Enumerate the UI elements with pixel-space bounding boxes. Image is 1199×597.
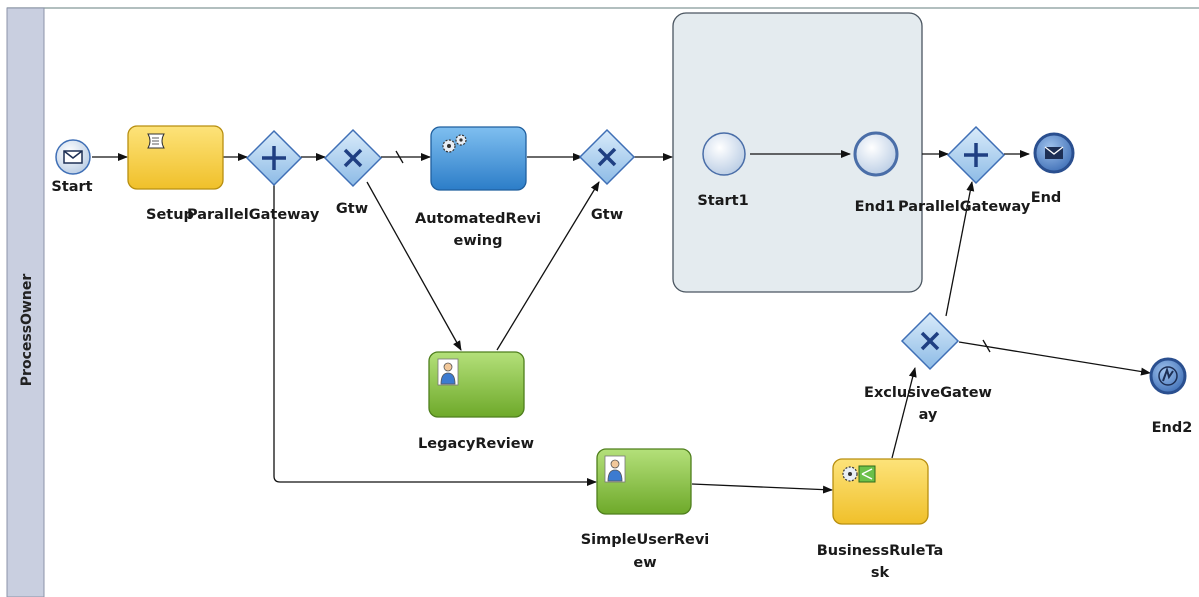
- x-icon: [920, 331, 940, 351]
- exclusive-gateway[interactable]: [900, 311, 960, 371]
- start1-event[interactable]: [702, 132, 746, 176]
- subprocess-box[interactable]: [672, 12, 923, 293]
- setup-task[interactable]: [127, 125, 224, 190]
- business-rule-task[interactable]: [832, 458, 929, 525]
- x-icon: [597, 147, 617, 167]
- simple-user-review-label-1: SimpleUserRevi: [581, 532, 710, 548]
- legacy-review-task[interactable]: [428, 351, 525, 418]
- start1-label: Start1: [697, 193, 748, 209]
- end2-event[interactable]: [1149, 357, 1187, 395]
- exclusive-gateway-gtw-1[interactable]: [323, 128, 383, 188]
- lightning-icon: [1158, 366, 1178, 386]
- business-rule-icon: [842, 465, 876, 483]
- exclusive-gateway-label-1: ExclusiveGatew: [864, 385, 992, 401]
- end1-label: End1: [855, 199, 896, 215]
- exclusive-gateway-gtw-2[interactable]: [578, 128, 636, 186]
- envelope-icon: [63, 150, 83, 164]
- exclusive-gateway-label-2: ay: [919, 407, 938, 423]
- end-event[interactable]: [1033, 132, 1075, 174]
- script-icon: [147, 133, 165, 149]
- user-icon: [437, 358, 459, 386]
- business-rule-task-label-1: BusinessRuleTa: [817, 543, 944, 559]
- x-icon: [343, 148, 363, 168]
- simple-user-review-label-2: ew: [633, 555, 656, 571]
- business-rule-task-label-2: sk: [871, 565, 890, 581]
- parallel-gateway-2-label: ParallelGateway: [898, 199, 1031, 215]
- end2-label: End2: [1152, 420, 1193, 436]
- legacy-review-label: LegacyReview: [418, 436, 534, 452]
- end-label: End: [1031, 190, 1062, 206]
- end1-event[interactable]: [853, 131, 899, 177]
- parallel-gateway-1-label: ParallelGateway: [187, 207, 320, 223]
- start-event[interactable]: [55, 139, 91, 175]
- plus-icon: [964, 143, 988, 167]
- user-icon: [604, 455, 626, 483]
- gtw-1-label: Gtw: [336, 201, 368, 217]
- plus-icon: [262, 146, 286, 170]
- sequence-flows: [92, 150, 1151, 494]
- automated-reviewing-label-1: AutomatedRevi: [415, 211, 541, 227]
- start-label: Start: [51, 179, 92, 195]
- setup-label: Setup: [146, 207, 194, 223]
- automated-reviewing-task[interactable]: [430, 126, 527, 191]
- gtw-2-label: Gtw: [591, 207, 623, 223]
- lane-header: [6, 7, 45, 597]
- parallel-gateway-1[interactable]: [245, 129, 303, 187]
- envelope-icon: [1044, 146, 1064, 159]
- parallel-gateway-2[interactable]: [946, 125, 1006, 185]
- automated-reviewing-label-2: ewing: [454, 233, 503, 249]
- gears-icon: [442, 134, 467, 153]
- simple-user-review-task[interactable]: [596, 448, 692, 515]
- lane-label: ProcessOwner: [19, 274, 35, 387]
